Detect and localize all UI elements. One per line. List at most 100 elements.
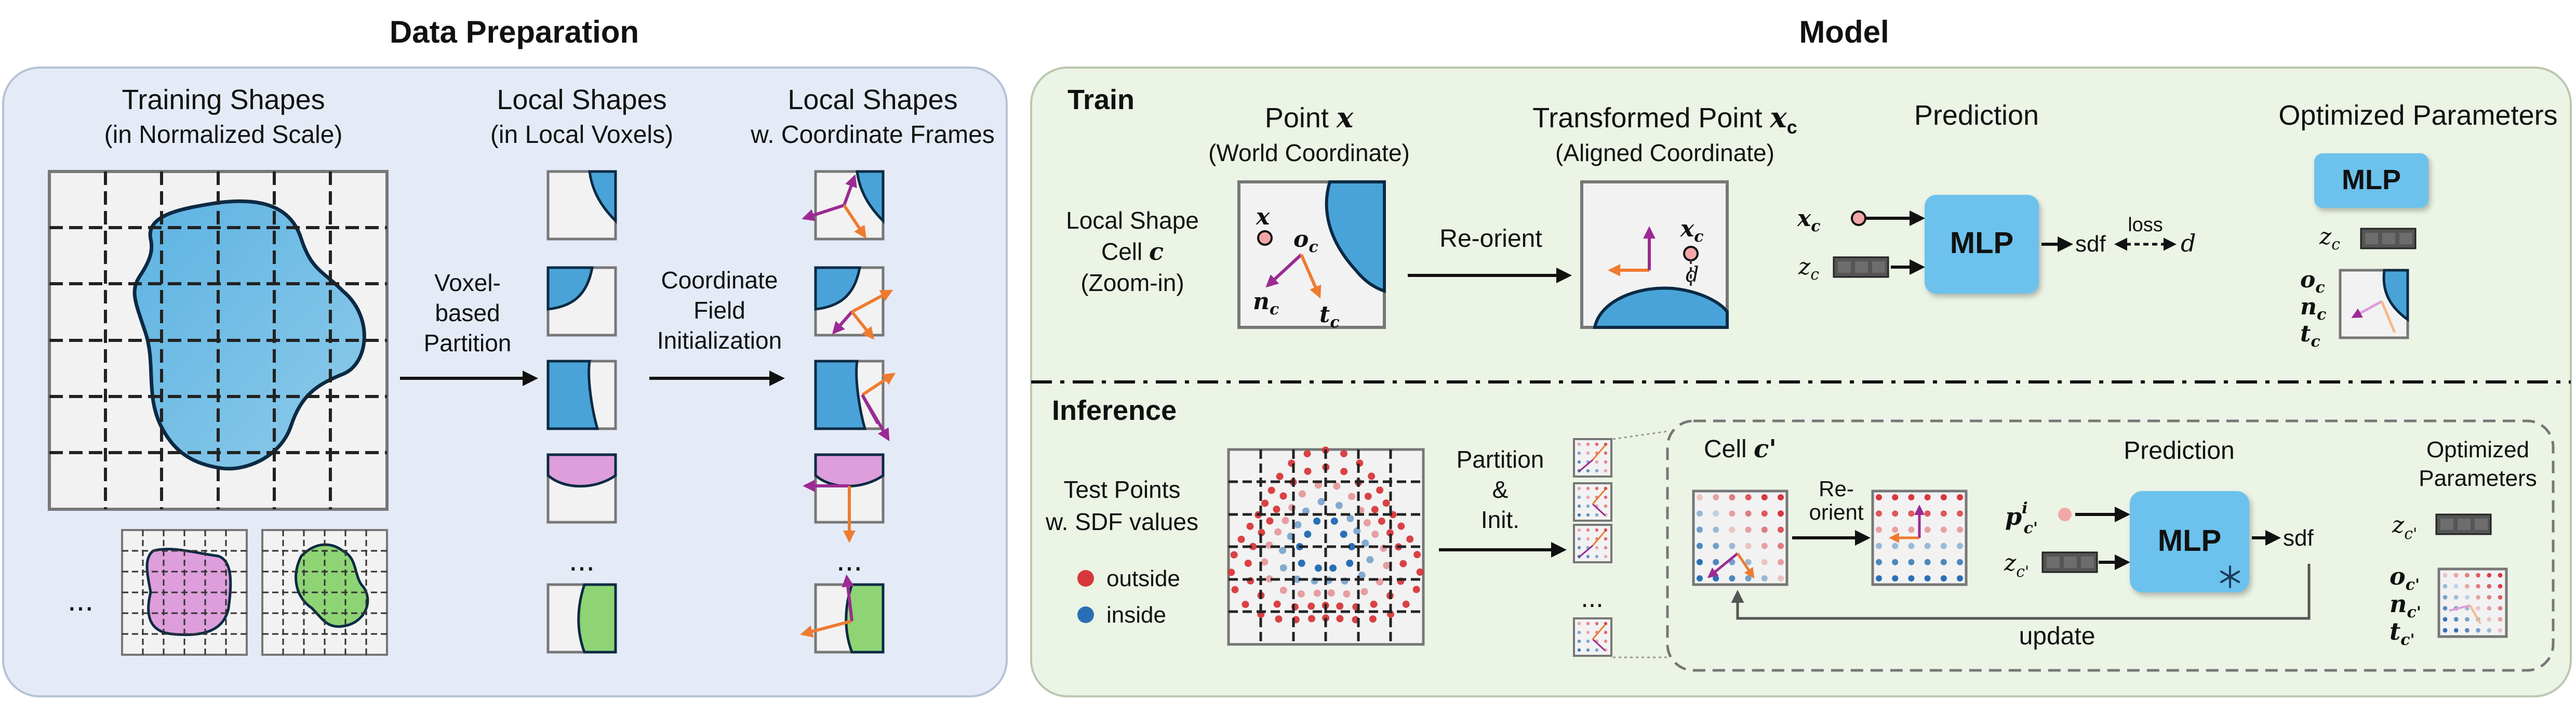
train-label: Train — [1067, 84, 1134, 115]
sdf-sample-dot — [1745, 559, 1752, 565]
sdf-sample-dot — [2465, 595, 2470, 600]
train-input-z: zc — [1798, 254, 1819, 284]
sdf-sample-dot — [1336, 602, 1344, 610]
sdf-sample-dot — [1876, 510, 1882, 517]
train-input-point — [1851, 210, 1866, 226]
sdf-sample-dot — [1697, 559, 1703, 565]
sdf-sample-dot — [1353, 527, 1361, 535]
sdf-sample-dot — [1577, 460, 1581, 464]
sdf-sample-dot — [1265, 575, 1273, 583]
sdf-sample-dot — [2487, 584, 2492, 589]
sdf-sample-dot — [1307, 602, 1315, 610]
inference-cell-title: Cell c' — [1704, 434, 1777, 464]
data-preparation-title: Data Preparation — [390, 15, 639, 49]
sdf-sample-dot — [2476, 595, 2480, 600]
distance-d-label: d — [1686, 263, 1699, 287]
sdf-sample-dot — [1577, 495, 1581, 499]
local-shape-cell-label: Local Shape Cell c (Zoom-in) — [1066, 207, 1199, 296]
tangent-t-label: tc — [1319, 301, 1340, 332]
inference-optimized-cell — [2437, 567, 2508, 638]
inference-cell-aligned — [1871, 490, 1968, 586]
sdf-sample-dot — [1586, 495, 1590, 499]
sdf-sample-dot — [1577, 621, 1581, 626]
sdf-sample-dot — [1416, 568, 1424, 576]
sdf-sample-dot — [1586, 486, 1590, 491]
sdf-sample-dot — [1761, 526, 1768, 533]
sdf-sample-dot — [1697, 494, 1703, 500]
local-frames-subtitle: w. Coordinate Frames — [750, 121, 995, 149]
sdf-sample-dot — [1302, 507, 1310, 515]
sdf-sample-dot — [1279, 564, 1287, 572]
sdf-sample-dot — [1340, 449, 1348, 457]
frame-cell-3 — [814, 360, 896, 442]
svg-text:Init.: Init. — [1481, 506, 1519, 533]
svg-text:Initialization: Initialization — [657, 327, 782, 354]
training-shapes-title: Training Shapes — [122, 84, 325, 115]
sdf-sample-dot — [1577, 442, 1581, 446]
sdf-sample-dot — [1876, 526, 1882, 533]
sdf-sample-dot — [2442, 595, 2448, 600]
sdf-sample-dot — [2453, 595, 2459, 600]
sdf-sample-dot — [1304, 467, 1312, 475]
sdf-sample-dot — [1294, 521, 1302, 528]
sdf-sample-dot — [1273, 600, 1281, 608]
sdf-sample-dot — [1595, 621, 1599, 626]
point-subtitle: (World Coordinate) — [1208, 139, 1410, 166]
sdf-sample-dot — [2498, 628, 2503, 633]
inference-detail-box — [1666, 419, 2555, 672]
training-shapes-ellipsis: ... — [68, 583, 94, 617]
sdf-sample-dot — [1908, 543, 1915, 549]
sdf-sample-dot — [1697, 575, 1703, 581]
training-shapes-subtitle: (in Normalized Scale) — [104, 121, 343, 149]
train-sdf-output: sdf — [2075, 231, 2106, 257]
training-shape-thumb-pink — [121, 529, 248, 656]
sdf-sample-dot — [1778, 575, 1784, 581]
sdf-sample-dot — [1957, 526, 1963, 533]
transformed-x-label: xc — [1680, 216, 1704, 246]
sdf-sample-dot — [1340, 468, 1348, 475]
sdf-sample-dot — [1282, 517, 1289, 524]
optimized-mlp-block — [2314, 153, 2428, 208]
sdf-sample-dot — [2442, 606, 2448, 611]
svg-text:Parameters: Parameters — [2419, 466, 2537, 491]
sdf-sample-dot — [1595, 528, 1599, 532]
sdf-sample-dot — [1713, 559, 1719, 565]
sdf-sample-dot — [1586, 451, 1590, 455]
train-mlp-label: MLP — [1950, 226, 2013, 260]
sdf-sample-dot — [1242, 601, 1249, 609]
inference-optimized-latent — [2435, 513, 2492, 535]
sdf-sample-dot — [1778, 510, 1784, 517]
svg-text:Test Points: Test Points — [1064, 476, 1181, 503]
inference-mlp-label: MLP — [2158, 524, 2221, 558]
frame-cell-2 — [814, 266, 893, 340]
sdf-sample-dot — [1406, 535, 1414, 543]
optimized-frame-cell — [2339, 269, 2409, 339]
sdf-sample-dot — [1382, 499, 1390, 507]
svg-text:tc: tc — [2300, 321, 2320, 351]
sdf-sample-dot — [1713, 510, 1719, 517]
train-reorient-label: Re-orient — [1439, 225, 1542, 253]
sdf-sample-dot — [1577, 504, 1581, 508]
sdf-sample-dot — [2442, 628, 2448, 633]
world-coordinate-cell: x oc nc tc — [1237, 180, 1386, 332]
sdf-sample-dot — [1713, 526, 1719, 533]
sdf-sample-dot — [1362, 539, 1369, 547]
sdf-sample-dot — [1745, 575, 1752, 581]
svg-text:(Zoom-in): (Zoom-in) — [1080, 269, 1184, 296]
sdf-sample-dot — [1604, 639, 1608, 643]
local-frames-ellipsis: ... — [836, 543, 862, 577]
frame-cell-5 — [800, 574, 885, 654]
sdf-sample-dot — [1957, 510, 1963, 517]
sdf-sample-dot — [1577, 528, 1581, 532]
sdf-sample-dot — [1778, 526, 1784, 533]
sdf-sample-dot — [1577, 648, 1581, 652]
sdf-sample-dot — [1604, 469, 1608, 473]
svg-text:Field: Field — [693, 297, 745, 324]
sdf-sample-dot — [1303, 450, 1311, 458]
sdf-sample-dot — [1266, 517, 1274, 525]
stack-normal-arrow — [1592, 503, 1606, 517]
sdf-sample-dot — [1336, 615, 1344, 623]
sdf-sample-dot — [1329, 564, 1337, 572]
sdf-sample-dot — [2453, 628, 2459, 633]
